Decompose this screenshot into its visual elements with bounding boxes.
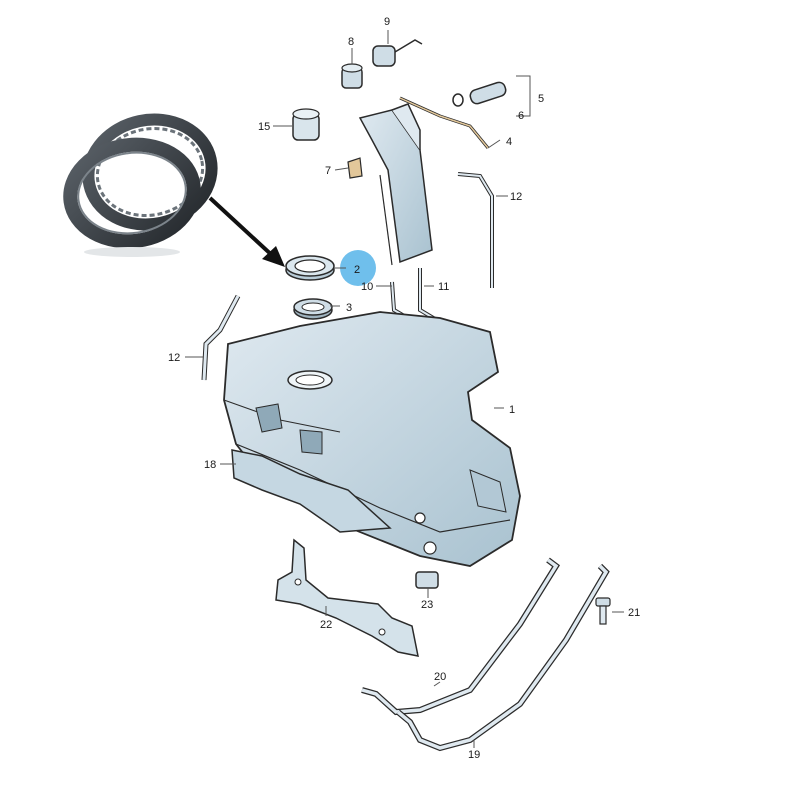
callout-label-6: 6 <box>518 110 524 122</box>
part-3-seal <box>293 298 333 320</box>
callout-label-21: 21 <box>628 607 640 619</box>
leader-lines <box>185 30 624 748</box>
part-20-strap <box>361 557 560 716</box>
callout-label-12-right: 12 <box>510 191 522 203</box>
callout-label-18: 18 <box>204 459 216 471</box>
callout-label-8: 8 <box>348 36 354 48</box>
part-12-vent-pipe-right <box>457 172 494 288</box>
callout-label-7: 7 <box>325 165 331 177</box>
callout-label-2: 2 <box>354 264 360 276</box>
callout-2-highlight <box>340 250 376 286</box>
callout-label-5: 5 <box>538 93 544 105</box>
callout-label-23: 23 <box>421 599 433 611</box>
callout-label-3: 3 <box>346 302 352 314</box>
part-12-vent-pipe-left <box>201 294 241 381</box>
part-6-connector <box>452 81 507 107</box>
part-21-bolt <box>595 597 611 625</box>
part-7-nut <box>347 157 363 179</box>
callout-label-4: 4 <box>506 136 512 148</box>
part-18-heat-shield <box>231 449 392 533</box>
filler-neck <box>358 103 433 266</box>
callout-label-20: 20 <box>434 671 446 683</box>
part-23-rubber-pad <box>415 571 439 589</box>
part-9-valve <box>372 39 423 67</box>
pointer-arrow-icon <box>208 196 285 267</box>
part-2-locking-ring <box>285 255 335 281</box>
callout-label-11: 11 <box>438 281 449 293</box>
callout-label-12-left: 12 <box>168 352 180 364</box>
part-22-bracket <box>275 538 419 657</box>
callout-label-9: 9 <box>384 16 390 28</box>
seal-ring-photo <box>63 113 218 257</box>
part-15-cap <box>292 108 320 141</box>
callout-label-22: 22 <box>320 619 332 631</box>
callout-label-1: 1 <box>509 404 515 416</box>
callout-label-19: 19 <box>468 749 480 761</box>
part-8-cap <box>341 63 363 89</box>
part-19-strap <box>396 563 610 752</box>
part-4-vent-hose <box>399 96 490 149</box>
callout-label-15: 15 <box>258 121 270 133</box>
part-1-fuel-tank <box>223 311 521 567</box>
callout-label-10: 10 <box>361 281 373 293</box>
